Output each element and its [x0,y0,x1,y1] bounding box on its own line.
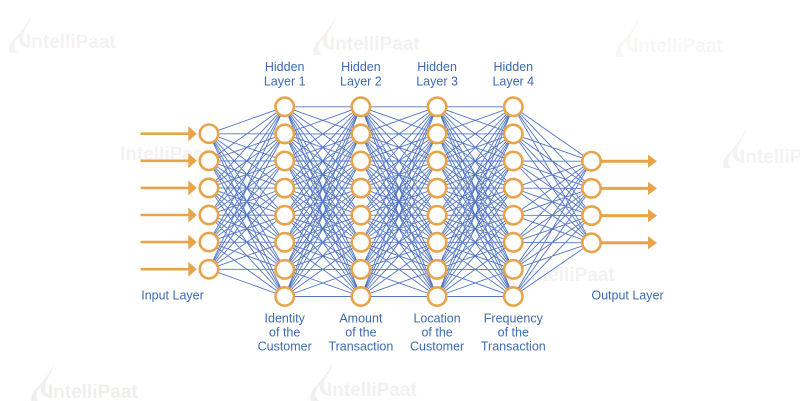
svg-text:Hidden: Hidden [493,60,533,74]
svg-text:Location: Location [413,312,460,326]
svg-text:IntelliPaat: IntelliPaat [525,265,615,286]
svg-text:Layer 2: Layer 2 [340,74,382,88]
svg-text:Transaction: Transaction [481,340,546,354]
svg-text:Transaction: Transaction [328,340,393,354]
svg-text:Frequency: Frequency [484,312,544,326]
svg-text:Layer 1: Layer 1 [264,74,306,88]
svg-text:Identity: Identity [265,312,306,326]
svg-text:IntelliPaat: IntelliPaat [327,380,417,401]
svg-text:Customer: Customer [258,340,312,354]
svg-text:Hidden: Hidden [265,60,305,74]
svg-text:Hidden: Hidden [417,60,457,74]
svg-text:Amount: Amount [339,312,383,326]
svg-text:IntelliPaat: IntelliPaat [330,34,420,55]
svg-text:Layer 3: Layer 3 [416,74,458,88]
svg-text:Output Layer: Output Layer [591,289,663,303]
svg-text:Layer 4: Layer 4 [492,74,534,88]
svg-text:of the: of the [269,326,300,340]
svg-text:of the: of the [345,326,376,340]
svg-text:Customer: Customer [410,340,464,354]
svg-text:Hidden: Hidden [341,60,381,74]
svg-text:IntelliPaat: IntelliPaat [48,382,138,401]
svg-text:IntelliPaat: IntelliPaat [740,147,800,168]
svg-text:IntelliPaat: IntelliPaat [26,32,116,53]
svg-text:Input Layer: Input Layer [141,289,204,303]
svg-text:of the: of the [498,326,529,340]
svg-text:of the: of the [421,326,452,340]
svg-text:IntelliPaat: IntelliPaat [633,36,723,57]
